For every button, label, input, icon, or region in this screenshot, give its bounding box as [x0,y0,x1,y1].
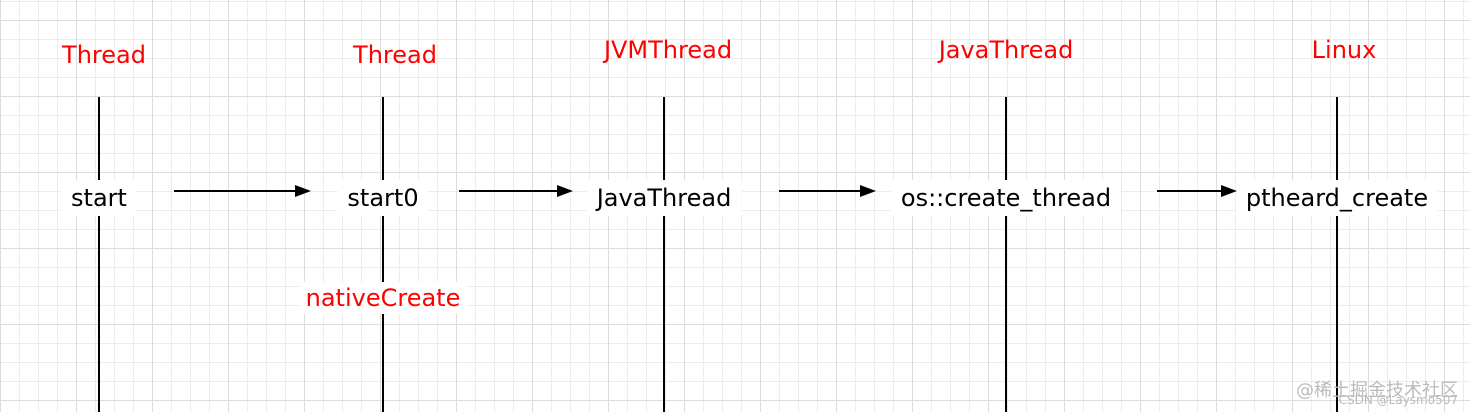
lifeline-linux [1336,97,1338,412]
watermark-sub: CSDN @Laysmo507 [1338,393,1458,407]
node-start: start [61,180,137,216]
node-ptheard-create: ptheard_create [1235,180,1439,216]
lifeline-thread-2 [382,97,384,412]
lane-title-javathread: JavaThread [938,36,1074,64]
watermark-main: @稀土掘金技术社区 [1296,380,1458,401]
watermark: @稀土掘金技术社区 CSDN @Laysmo507 [1296,380,1458,407]
lifeline-javathread [1005,97,1007,412]
lane-title-thread-2: Thread [353,41,437,69]
note-native-create: nativeCreate [299,282,467,314]
node-start0: start0 [337,180,429,216]
lane-title-jvmthread: JVMThread [603,36,733,64]
lifeline-thread-1 [98,97,100,412]
arrow-start-to-start0 [174,183,311,199]
arrow-os-create-thread-to-ptheard-create [1157,183,1237,199]
node-os-create-thread: os::create_thread [890,180,1122,216]
lifeline-jvmthread [663,97,665,412]
arrow-javathread-to-os-create-thread [779,183,876,199]
lane-title-linux: Linux [1311,36,1377,64]
lane-title-thread-1: Thread [62,41,146,69]
node-javathread: JavaThread [586,180,742,216]
arrow-start0-to-javathread [459,183,573,199]
